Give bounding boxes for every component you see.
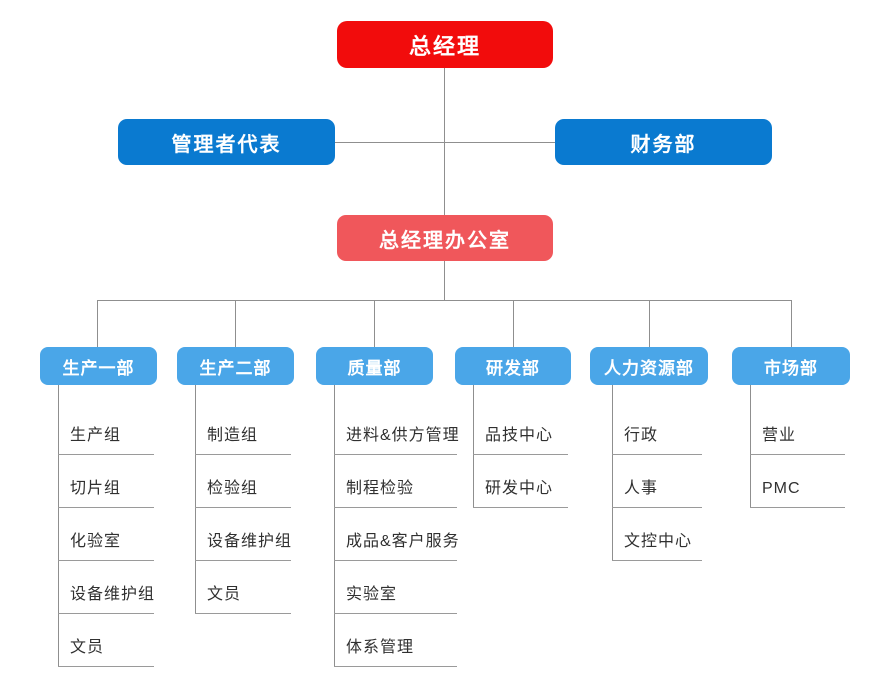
connector-column-4 (473, 385, 474, 508)
connector-drop-6 (791, 300, 792, 347)
dept-item: 设备维护组 (195, 508, 291, 561)
connector-column-5 (612, 385, 613, 561)
dept-item: 文控中心 (612, 508, 702, 561)
dept-item: PMC (750, 455, 845, 508)
node-production-dept-2: 生产二部 (177, 347, 294, 385)
dept-item: 品技中心 (473, 402, 568, 455)
dept-item: 生产组 (58, 402, 154, 455)
node-gm-office: 总经理办公室 (337, 215, 553, 261)
dept-item: 行政 (612, 402, 702, 455)
node-rd-dept: 研发部 (455, 347, 571, 385)
dept-item: 成品&客户服务 (334, 508, 459, 561)
dept-item: 进料&供方管理 (334, 402, 459, 455)
connector-column-6 (750, 385, 751, 508)
connector-drop-1 (97, 300, 98, 347)
dept-item: 设备维护组 (58, 561, 154, 614)
connector-column-3 (334, 385, 335, 667)
node-management-representative: 管理者代表 (118, 119, 335, 165)
connector-root-to-office (444, 68, 445, 215)
dept-item: 研发中心 (473, 455, 568, 508)
node-quality-dept: 质量部 (316, 347, 433, 385)
dept-item: 制程检验 (334, 455, 457, 508)
dept-item: 化验室 (58, 508, 154, 561)
dept-item: 文员 (195, 561, 291, 614)
dept-item: 体系管理 (334, 614, 457, 667)
node-production-dept-1: 生产一部 (40, 347, 157, 385)
dept-item: 文员 (58, 614, 154, 667)
dept-item: 制造组 (195, 402, 291, 455)
connector-drop-3 (374, 300, 375, 347)
connector-drop-4 (513, 300, 514, 347)
node-general-manager: 总经理 (337, 21, 553, 68)
connector-level2-horizontal (335, 142, 555, 143)
connector-drop-5 (649, 300, 650, 347)
connector-column-2 (195, 385, 196, 614)
connector-office-to-bus (444, 261, 445, 300)
dept-item: 人事 (612, 455, 702, 508)
dept-item: 检验组 (195, 455, 291, 508)
dept-item: 切片组 (58, 455, 154, 508)
connector-column-1 (58, 385, 59, 667)
dept-item: 营业 (750, 402, 845, 455)
node-hr-dept: 人力资源部 (590, 347, 708, 385)
connector-drop-2 (235, 300, 236, 347)
node-finance-department: 财务部 (555, 119, 772, 165)
connector-department-bus (97, 300, 792, 301)
dept-item: 实验室 (334, 561, 457, 614)
node-marketing-dept: 市场部 (732, 347, 850, 385)
